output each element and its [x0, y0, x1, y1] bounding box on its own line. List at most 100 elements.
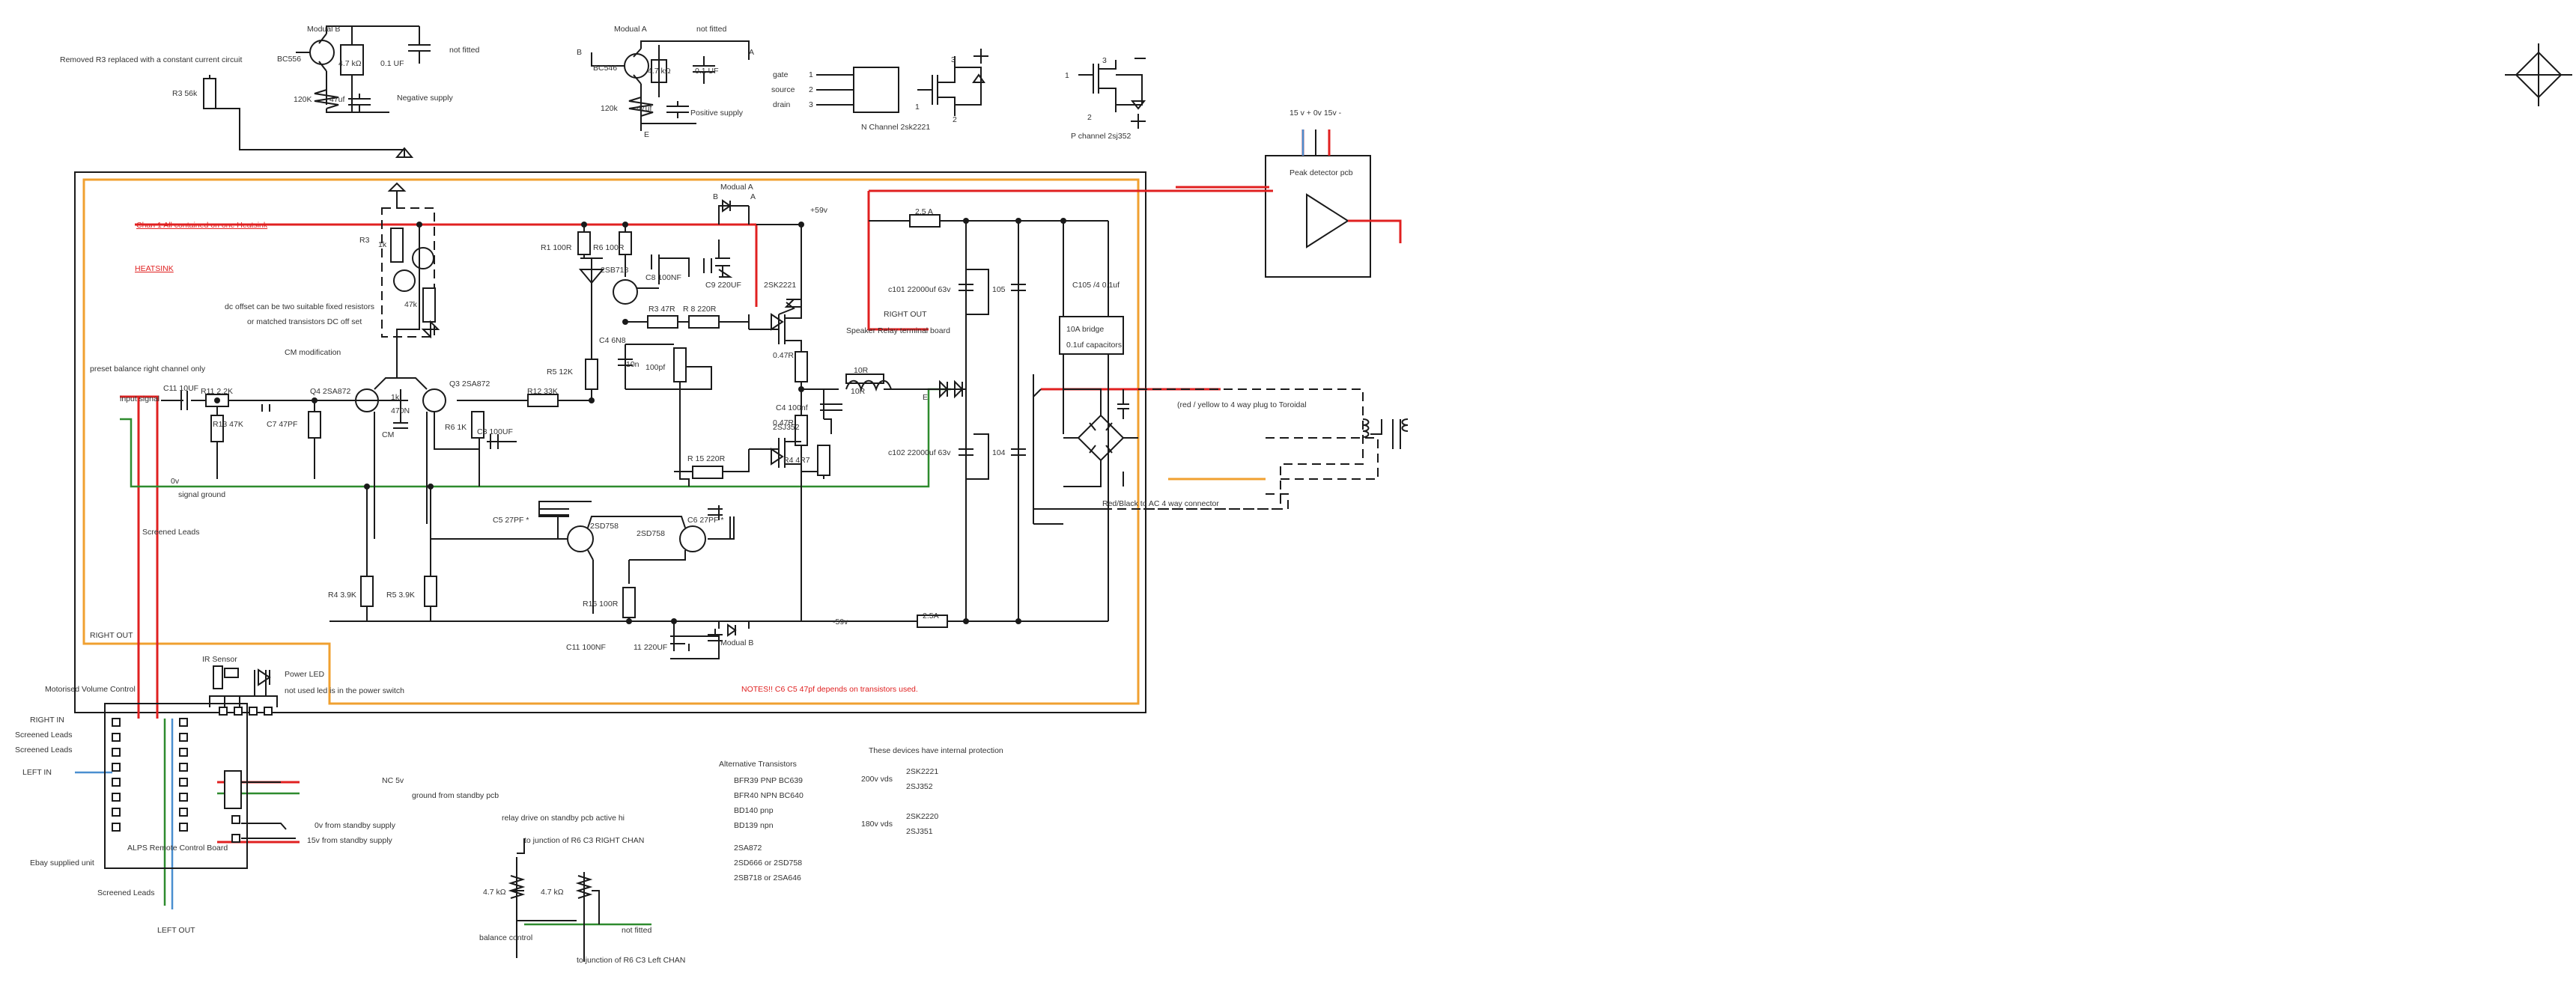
label-047-bot: 0.47R [773, 418, 795, 427]
label-2sj352: 2SJ352 [773, 423, 800, 432]
label-right-out-box: RIGHT OUT [90, 631, 133, 640]
label-r6-1k: R6 1K [445, 423, 467, 432]
label-cm: CM [382, 430, 395, 439]
label-c01uf-b: 0.1 UF [380, 59, 404, 68]
label-gnd-standby: ground from standby pcb [412, 791, 499, 800]
label-right-in: RIGHT IN [30, 716, 64, 725]
label-c5: C5 27PF * [493, 516, 529, 525]
label-signal-ground: signal ground [178, 490, 226, 499]
positive-rail [135, 186, 1273, 331]
label-supply-pins: 15 v + 0v 15v - [1289, 109, 1342, 118]
label-alt3: BD140 pnp [734, 806, 774, 815]
label-2sb718: 2SB718 [601, 266, 629, 275]
label-dc-offset2: or matched transistors DC off set [247, 317, 362, 326]
label-pin1-n: 1 [915, 103, 920, 112]
label-dc-offset1: dc offset can be two suitable fixed resi… [225, 302, 374, 311]
label-pin3-n: 3 [951, 55, 956, 64]
label-r11: R11 2.2K [201, 387, 233, 396]
label-screened2: Screened Leads [15, 745, 73, 754]
label-e-relay: E [923, 393, 929, 402]
label-nchannel: N Channel 2sk2221 [861, 123, 931, 132]
label-speaker-relay: Speaker Relay terminal board [846, 326, 950, 335]
label-0v-standby: 0v from standby supply [315, 821, 395, 830]
label-heatsink: HEATSINK [135, 264, 174, 273]
label-r8: R 8 220R [683, 305, 717, 314]
junction-dots [214, 218, 1066, 624]
heatsink-enclosure [74, 171, 1146, 713]
label-ir-sensor: IR Sensor [202, 655, 237, 664]
label-r15: R 15 220R [687, 454, 726, 463]
label-mod-b-top: Modual B [307, 25, 341, 34]
label-10r: 10R [854, 366, 869, 375]
label-r16: R16 100R [583, 600, 619, 609]
label-q3: Q3 2SA872 [449, 379, 490, 388]
label-180v: 180v vds [861, 820, 893, 829]
label-not-fitted-a: not fitted [696, 25, 727, 34]
label-chan1: Chan 1 All contained on one Heatsink [136, 221, 268, 230]
label-input-signal: input signal [120, 394, 160, 403]
alps-remote-board [104, 665, 296, 869]
label-pj351: 2SJ351 [906, 827, 933, 836]
label-not-used: not used led is in the power switch [285, 686, 404, 695]
label-120k-b: 120K [294, 95, 312, 104]
label-c01uf-a: 0.1 UF [695, 67, 719, 76]
label-alt2: BFR40 NPN BC640 [734, 791, 804, 800]
label-pin2: 2 [809, 85, 813, 94]
label-r47k-b: 4.7 kΩ [338, 59, 362, 68]
label-neg-supply: Negative supply [397, 94, 453, 103]
label-r3-47r: R3 47R [648, 305, 675, 314]
label-r4-4r7: R4 4R7 [783, 456, 810, 465]
label-bc546: BC546 [593, 64, 618, 73]
label-notes: NOTES!! C6 C5 47pf depends on transistor… [741, 685, 918, 694]
label-c4-100nf: C4 100nf [776, 403, 808, 412]
label-pchannel: P channel 2sj352 [1071, 132, 1131, 141]
label-pin3-p: 3 [1102, 56, 1107, 65]
label-47uf-a: 47uf [637, 104, 652, 113]
nchannel-pinout [816, 49, 988, 116]
label-screened-mid: Screened Leads [142, 528, 200, 537]
label-r47k-a: 4.7 kΩ [648, 67, 671, 76]
label-r5-39k: R5 3.9K [386, 591, 415, 600]
peak-detector-pcb [1168, 129, 1402, 278]
label-470n: 470N [391, 406, 410, 415]
label-r6-100r: R6 100R [593, 243, 625, 252]
label-pin3: 3 [809, 100, 813, 109]
label-1k-top: 1k [378, 240, 387, 249]
label-motorised: Motorised Volume Control [45, 685, 136, 694]
label-10n: 10n [626, 360, 640, 369]
label-black-ac: Red/Black to AC 4 way connector [1102, 499, 1219, 508]
label-pin1: 1 [809, 70, 813, 79]
label-red-yellow: (red / yellow to 4 way plug to Toroidal [1177, 400, 1307, 409]
label-r3-top: R3 [359, 236, 370, 245]
label-fuse-top: 2.5 A [915, 207, 933, 216]
label-alt-title: Alternative Transistors [719, 760, 797, 769]
label-left-in: LEFT IN [22, 768, 52, 777]
label-q4: Q4 2SA872 [310, 387, 351, 396]
label-r6c3-right: to junction of R6 C3 RIGHT CHAN [524, 836, 645, 845]
label-peak-detector: Peak detector pcb [1289, 168, 1353, 177]
label-r3-56k: R3 56k [172, 89, 198, 98]
label-120k-a: 120k [601, 104, 618, 113]
label-bc556: BC556 [277, 55, 302, 64]
label-a-top: A [749, 48, 755, 57]
label-pin2-n: 2 [953, 115, 957, 124]
label-47k-dc: 47k [404, 300, 417, 309]
label-200v: 200v vds [861, 775, 893, 784]
label-right-out-pcb: RIGHT OUT [884, 310, 927, 319]
label-047-top: 0.47R [773, 351, 795, 360]
label-pin1-p: 1 [1065, 71, 1069, 80]
label-c104: 104 [992, 448, 1006, 457]
label-cm-mod: CM modification [285, 348, 341, 357]
label-15v-standby: 15v from standby supply [307, 836, 392, 845]
label-2sk2221: 2SK2221 [764, 281, 797, 290]
label-c9: C9 220UF [705, 281, 741, 290]
label-c101: c101 22000uf 63v [888, 285, 951, 294]
label-b-mid: B [713, 192, 719, 201]
label-r47k-bal2: 4.7 kΩ [541, 888, 564, 897]
label-mod-a-mid: Modual A [720, 183, 753, 192]
bridge-rectifier-symbol [2505, 43, 2572, 106]
label-drain: drain [773, 100, 791, 109]
label-c3: C3 100UF [477, 427, 513, 436]
label-relay-drive: relay drive on standby pcb active hi [502, 814, 625, 823]
label-alt5: 2SA872 [734, 844, 762, 853]
